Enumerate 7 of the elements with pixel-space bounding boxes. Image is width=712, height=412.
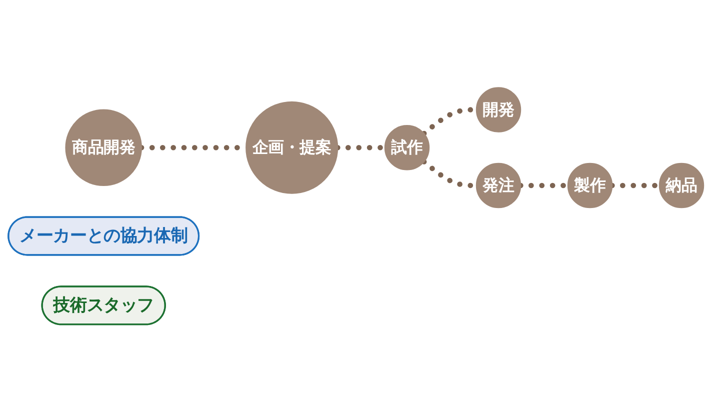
node-circle: 開発 <box>476 87 522 132</box>
node-circle: 企画・提案 <box>246 101 338 194</box>
node-circle: 発注 <box>476 162 522 208</box>
node-circle: 納品 <box>658 162 704 208</box>
node-circle: 製作 <box>567 162 613 208</box>
node-circle: 試作 <box>384 125 430 170</box>
node-circle: 商品開発 <box>65 109 142 186</box>
